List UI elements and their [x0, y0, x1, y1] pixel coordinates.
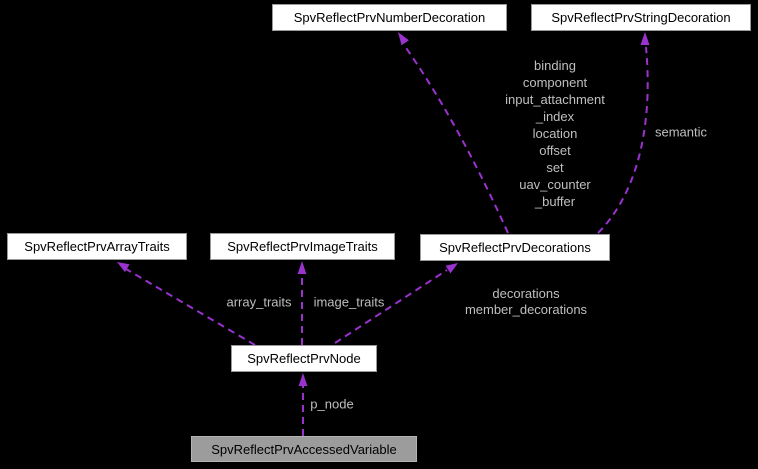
edge-label-decorations: decorations member_decorations	[464, 286, 588, 317]
node-array-traits[interactable]: SpvReflectPrvArrayTraits	[7, 233, 187, 260]
edge-node-to-decorations	[334, 269, 448, 344]
edge-decorations-to-string-decoration	[597, 46, 649, 234]
node-number-decoration[interactable]: SpvReflectPrvNumberDecoration	[272, 4, 507, 31]
node-node[interactable]: SpvReflectPrvNode	[231, 345, 377, 372]
node-accessed-variable: SpvReflectPrvAccessedVariable	[191, 436, 417, 462]
edge-label-array-traits: array_traits	[226, 294, 292, 310]
edge-label-p-node: p_node	[310, 396, 354, 412]
edge-label-number-decoration-members: binding component input_attachment _inde…	[505, 58, 605, 209]
arrowhead-accessed-variable-to-node	[298, 373, 308, 386]
arrowhead-node-to-decorations	[445, 263, 458, 274]
edge-node-to-array-traits	[125, 268, 256, 346]
arrowhead-node-to-array-traits	[117, 262, 130, 273]
node-string-decoration[interactable]: SpvReflectPrvStringDecoration	[531, 4, 751, 31]
edge-decorations-to-number-decoration	[403, 44, 509, 234]
edge-label-image-traits: image_traits	[313, 294, 385, 310]
node-image-traits[interactable]: SpvReflectPrvImageTraits	[210, 233, 395, 260]
arrowhead-decorations-to-string-decoration	[640, 32, 650, 45]
edge-label-semantic: semantic	[654, 124, 708, 140]
node-decorations[interactable]: SpvReflectPrvDecorations	[420, 234, 610, 261]
arrowhead-node-to-image-traits	[297, 261, 307, 274]
arrowhead-decorations-to-number-decoration	[398, 32, 409, 46]
